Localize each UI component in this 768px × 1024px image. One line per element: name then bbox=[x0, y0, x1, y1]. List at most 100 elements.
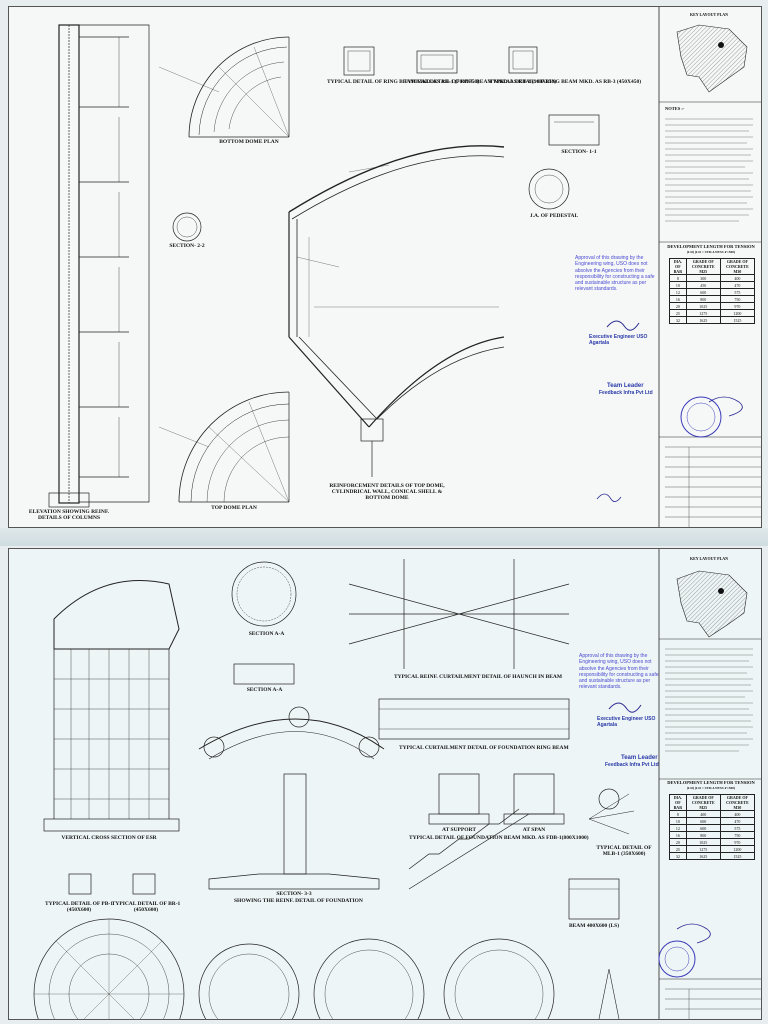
dev-header-m25: GRADE OF CONCRETE M25 bbox=[685, 258, 721, 275]
cell: 1525 bbox=[719, 852, 756, 860]
signatory-team-leader-bottom: Team Leader bbox=[621, 755, 658, 761]
cell: 750 bbox=[719, 831, 756, 839]
cell: 10 bbox=[669, 817, 687, 825]
dev-length-subtitle: (Ld) (Ld = Stillness F=500) bbox=[686, 250, 736, 254]
title-at-span: AT SPAN bbox=[522, 827, 546, 833]
title-ja-pedestal: J.A. OF PEDESTAL bbox=[529, 213, 579, 219]
dev-length-title: DEVELOPMENT LENGTH FOR TENSION bbox=[667, 244, 755, 249]
dev-length-title-bottom: DEVELOPMENT LENGTH FOR TENSION bbox=[667, 780, 755, 785]
title-foundation-beam: TYPICAL DETAIL OF FOUNDATION BEAM MKD. A… bbox=[409, 835, 589, 841]
dev-length-subtitle-bottom: (Ld) (Ld = Stillness F=500) bbox=[686, 786, 736, 790]
title-ring-beam-2: TYPICAL DETAIL OF RING BEAM MKD. AS RB-2… bbox=[404, 79, 557, 85]
cell: 470 bbox=[719, 281, 756, 289]
dev-header-m30: GRADE OF CONCRETE M30 bbox=[719, 258, 756, 275]
cell: 32 bbox=[669, 852, 687, 860]
title-section-3-3: SECTION- 3-3 bbox=[276, 891, 312, 897]
title-at-support: AT SUPPORT bbox=[442, 827, 476, 833]
key-plan-label: KEY LAYOUT PLAN bbox=[689, 12, 729, 17]
cell: 8 bbox=[669, 810, 687, 818]
title-elevation-columns: ELEVATION SHOWING REINF. DETAILS OF COLU… bbox=[28, 509, 110, 522]
cell: 1625 bbox=[685, 852, 721, 860]
signatory-team-leader-org-bottom: Feedback Infra Pvt Ltd bbox=[605, 762, 659, 768]
cell: 470 bbox=[719, 817, 756, 825]
notes-heading: NOTES :- bbox=[665, 106, 685, 111]
cell: 25 bbox=[669, 309, 687, 317]
cell: 1625 bbox=[685, 316, 721, 324]
dev-header-m30: GRADE OF CONCRETE M30 bbox=[719, 794, 756, 811]
title-section-a-a: SECTION A-A bbox=[248, 631, 285, 637]
dev-length-table-top: DIA. OF BAR GRADE OF CONCRETE M25 GRADE … bbox=[669, 258, 756, 324]
cell: 970 bbox=[719, 302, 756, 310]
cell: 20 bbox=[669, 302, 687, 310]
title-reinforcement: REINFORCEMENT DETAILS OF TOP DOME, CYLIN… bbox=[329, 483, 445, 502]
drawing-sheet-top: TYPICAL DETAIL OF RING BEAM MKD. AS RB-1… bbox=[8, 6, 762, 528]
cell: 400 bbox=[719, 810, 756, 818]
signatory-executive-engineer-bottom: Executive Engineer USO Agartala bbox=[597, 716, 656, 728]
dev-header-dia: DIA. OF BAR bbox=[669, 794, 687, 811]
title-section-1-1: SECTION- 1-1 bbox=[561, 149, 597, 155]
cell: 1200 bbox=[719, 845, 756, 853]
cell: 12 bbox=[669, 288, 687, 296]
sheet-separator bbox=[0, 528, 768, 546]
cell: 16 bbox=[669, 295, 687, 303]
cell: 600 bbox=[685, 824, 721, 832]
title-section-2-2: SECTION- 2-2 bbox=[169, 243, 205, 249]
signatory-executive-engineer: Executive Engineer USO Agartala bbox=[589, 334, 648, 346]
dev-length-table-bottom: DIA. OF BAR GRADE OF CONCRETE M25 GRADE … bbox=[669, 794, 756, 860]
cell: 450 bbox=[685, 281, 721, 289]
title-top-dome-plan: TOP DOME PLAN bbox=[211, 505, 257, 511]
signatory-team-leader-org: Feedback Infra Pvt Ltd bbox=[599, 390, 653, 396]
cell: 1525 bbox=[719, 316, 756, 324]
drawing-sheet-bottom: SECTION A-A SECTION A-A TYPICAL REINF. C… bbox=[8, 548, 762, 1020]
title-curtailment-haunch: TYPICAL REINF. CURTAILMENT DETAIL OF HAU… bbox=[394, 674, 563, 680]
cell: 1275 bbox=[685, 845, 721, 853]
cell: 1275 bbox=[685, 309, 721, 317]
cell: 400 bbox=[685, 810, 721, 818]
cell: 400 bbox=[719, 274, 756, 282]
cell: 800 bbox=[685, 295, 721, 303]
title-curtailment-ring: TYPICAL CURTAILMENT DETAIL OF FOUNDATION… bbox=[399, 745, 569, 751]
cell: 300 bbox=[685, 274, 721, 282]
cell: 1025 bbox=[685, 838, 721, 846]
title-footing-reinf: SHOWING THE REINF. DETAIL OF FOUNDATION bbox=[234, 898, 363, 904]
signatory-team-leader: Team Leader bbox=[607, 383, 644, 389]
cell: 32 bbox=[669, 316, 687, 324]
cell: 575 bbox=[719, 288, 756, 296]
approval-note-bottom: Approval of this drawing by the Engineer… bbox=[579, 653, 659, 691]
drawing-linework-top bbox=[48, 7, 761, 527]
cell: 800 bbox=[685, 831, 721, 839]
title-bottom-dome-plan: BOTTOM DOME PLAN bbox=[219, 139, 279, 145]
cell: 8 bbox=[669, 274, 687, 282]
approval-note: Approval of this drawing by the Engineer… bbox=[575, 255, 655, 293]
cell: 20 bbox=[669, 838, 687, 846]
title-section-a-a-2: SECTION A-A bbox=[246, 687, 283, 693]
title-brace: TYPICAL DETAIL OF BR-1 (450x600) bbox=[111, 901, 181, 914]
cell: 1200 bbox=[719, 309, 756, 317]
title-ring-beam-1: TYPICAL DETAIL OF RING BEAM MKD. AS RB-1… bbox=[327, 79, 480, 85]
cell: 12 bbox=[669, 824, 687, 832]
dev-header-dia: DIA. OF BAR bbox=[669, 258, 687, 275]
title-plinth-beam: TYPICAL DETAIL OF PB-1 (450x600) bbox=[45, 901, 113, 914]
drawing-linework-bottom bbox=[33, 549, 761, 1019]
cell: 16 bbox=[669, 831, 687, 839]
cell: 600 bbox=[685, 288, 721, 296]
title-mlb: TYPICAL DETAIL OF MLB-1 (350X600) bbox=[596, 845, 652, 858]
cell: 575 bbox=[719, 824, 756, 832]
cell: 25 bbox=[669, 845, 687, 853]
cell: 600 bbox=[685, 817, 721, 825]
title-ring-beam-3: TYPICAL DETAIL OF RING BEAM MKD. AS RB-3… bbox=[489, 79, 642, 85]
key-plan-label-bottom: KEY LAYOUT PLAN bbox=[689, 556, 729, 561]
cell: 1025 bbox=[685, 302, 721, 310]
